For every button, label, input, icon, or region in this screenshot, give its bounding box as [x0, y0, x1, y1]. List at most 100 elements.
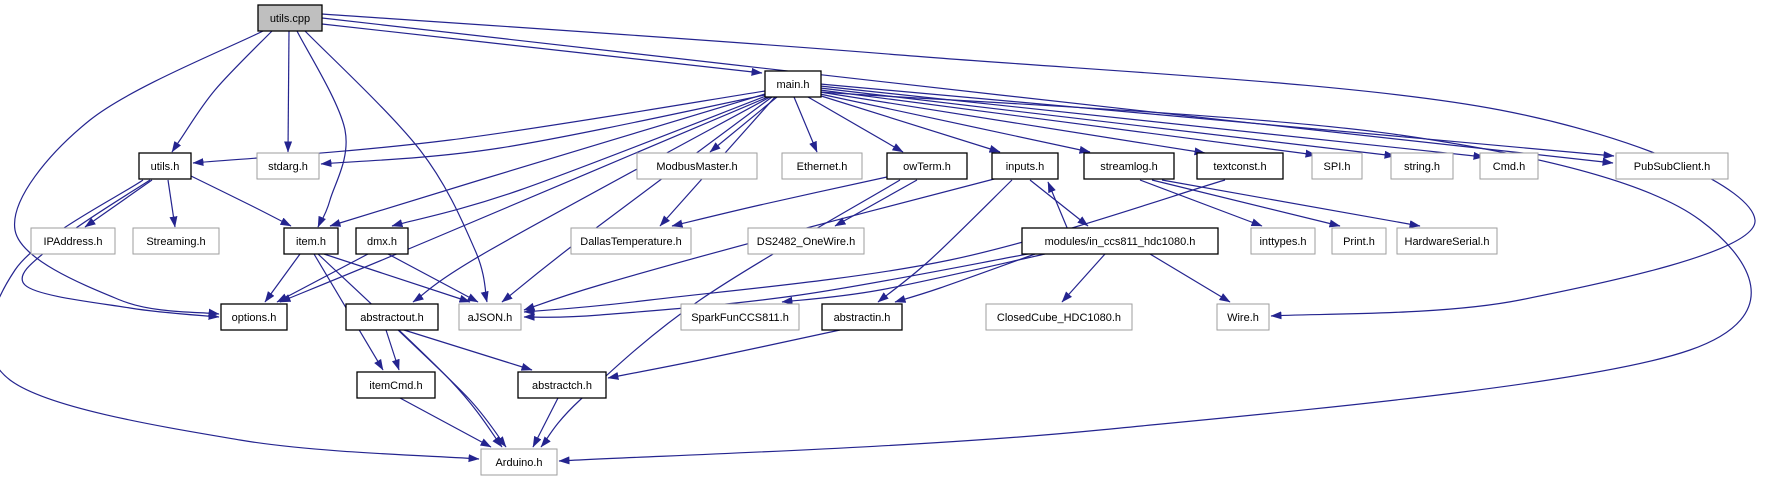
node-box-inputs-h[interactable]: [991, 152, 1059, 180]
edge-abstractout-h--itemcmd-h: [385, 329, 400, 371]
node-box-dallastemperature-h: [570, 227, 692, 255]
node-abstractin-h[interactable]: abstractin.h: [821, 303, 903, 331]
edge-in-ccs811-hdc1080-h--abstractin-h: [894, 253, 1036, 303]
node-box-in-ccs811-hdc1080-h[interactable]: [1021, 227, 1219, 255]
node-label-itemcmd-h: itemCmd.h: [369, 380, 422, 392]
edge-abstractout-h--abstractch-h: [403, 329, 533, 371]
edge-itemcmd-h--arduino-h: [399, 397, 492, 448]
edge-utils-cpp--item-h: [296, 30, 347, 228]
edges-layer: [0, 13, 1756, 465]
node-textconst-h[interactable]: textconst.h: [1196, 152, 1284, 180]
node-box-abstractin-h[interactable]: [821, 303, 903, 331]
node-label-ethernet-h: Ethernet.h: [797, 161, 848, 173]
node-box-owterm-h[interactable]: [886, 152, 968, 180]
edge-dmx-h--options-h: [276, 253, 369, 303]
node-owterm-h[interactable]: owTerm.h: [886, 152, 968, 180]
node-box-closedcube-hdc1080-h: [985, 303, 1133, 331]
edge-utils-cpp--stdarg-h: [284, 30, 293, 153]
node-sparkfunccs811-h: SparkFunCCS811.h: [680, 303, 800, 331]
edge-owterm-h--dallastemperature-h: [671, 176, 888, 228]
edge-utils-h--ipaddress-h: [84, 179, 153, 228]
node-ethernet-h: Ethernet.h: [781, 152, 863, 180]
edge-main-h--spi-h: [819, 89, 1317, 158]
node-streamlog-h[interactable]: streamlog.h: [1083, 152, 1175, 180]
node-utils-h[interactable]: utils.h: [138, 152, 192, 180]
node-label-stdarg-h: stdarg.h: [268, 161, 308, 173]
node-box-options-h[interactable]: [220, 303, 288, 331]
edge-main-h--ajson-h: [501, 96, 773, 303]
edge-main-h--pubsubclient-h: [819, 83, 1615, 160]
node-box-ethernet-h: [781, 152, 863, 180]
node-box-spi-h: [1311, 152, 1363, 180]
node-label-utils-h: utils.h: [151, 161, 180, 173]
node-box-streamlog-h[interactable]: [1083, 152, 1175, 180]
node-box-abstractout-h[interactable]: [345, 303, 439, 331]
node-options-h[interactable]: options.h: [220, 303, 288, 331]
node-label-main-h: main.h: [776, 79, 809, 91]
node-box-ds2482-onewire-h: [747, 227, 865, 255]
node-in-ccs811-hdc1080-h[interactable]: modules/in_ccs811_hdc1080.h: [1021, 227, 1219, 255]
node-box-dmx-h[interactable]: [355, 227, 409, 255]
node-label-ajson-h: aJSON.h: [468, 312, 513, 324]
edge-main-h--utils-h: [192, 90, 766, 167]
edge-item-h--arduino-h: [317, 253, 503, 448]
edge-utils-h--item-h: [190, 175, 292, 227]
node-box-print-h: [1331, 227, 1387, 255]
node-inttypes-h: inttypes.h: [1250, 227, 1316, 255]
edge-main-h--ethernet-h: [793, 96, 818, 153]
node-label-ipaddress-h: IPAddress.h: [43, 236, 102, 248]
node-label-cmd-h: Cmd.h: [1493, 161, 1525, 173]
node-label-print-h: Print.h: [1343, 236, 1375, 248]
node-streaming-h: Streaming.h: [132, 227, 220, 255]
node-label-abstractch-h: abstractch.h: [532, 380, 592, 392]
node-cmd-h: Cmd.h: [1479, 152, 1539, 180]
node-label-inputs-h: inputs.h: [1006, 161, 1045, 173]
node-label-hardwareserial-h: HardwareSerial.h: [1405, 236, 1490, 248]
node-string-h: string.h: [1390, 152, 1454, 180]
node-label-closedcube-hdc1080-h: ClosedCube_HDC1080.h: [997, 312, 1121, 324]
node-dmx-h[interactable]: dmx.h: [355, 227, 409, 255]
edge-in-ccs811-hdc1080-h--ajson-h: [523, 253, 1029, 321]
node-box-abstractch-h[interactable]: [517, 371, 607, 399]
node-box-ajson-h: [458, 303, 522, 331]
edge-main-h--inputs-h: [817, 94, 1001, 153]
edge-utils-cpp--utils-h: [171, 30, 273, 153]
node-label-pubsubclient-h: PubSubClient.h: [1634, 161, 1710, 173]
edge-utils-h--options-h: [21, 179, 220, 320]
node-box-main-h[interactable]: [764, 70, 822, 98]
node-main-h[interactable]: main.h: [764, 70, 822, 98]
node-label-dmx-h: dmx.h: [367, 236, 397, 248]
edge-utils-cpp--wire-h: [321, 13, 1756, 320]
node-label-streamlog-h: streamlog.h: [1100, 161, 1157, 173]
node-box-modbusmaster-h: [636, 152, 758, 180]
edge-abstractout-h--arduino-h: [397, 329, 507, 448]
edge-main-h--abstractout-h: [412, 96, 771, 303]
node-inputs-h[interactable]: inputs.h: [991, 152, 1059, 180]
node-abstractout-h[interactable]: abstractout.h: [345, 303, 439, 331]
node-item-h[interactable]: item.h: [283, 227, 339, 255]
node-label-sparkfunccs811-h: SparkFunCCS811.h: [691, 312, 789, 324]
node-box-utils-h[interactable]: [138, 152, 192, 180]
node-label-abstractout-h: abstractout.h: [360, 312, 424, 324]
node-itemcmd-h[interactable]: itemCmd.h: [356, 371, 436, 399]
node-abstractch-h[interactable]: abstractch.h: [517, 371, 607, 399]
edge-in-ccs811-hdc1080-h--closedcube-hdc1080-h: [1061, 253, 1106, 303]
node-box-item-h[interactable]: [283, 227, 339, 255]
node-label-inttypes-h: inttypes.h: [1259, 236, 1306, 248]
node-box-textconst-h[interactable]: [1196, 152, 1284, 180]
node-label-streaming-h: Streaming.h: [146, 236, 205, 248]
node-box-itemcmd-h[interactable]: [356, 371, 436, 399]
edge-utils-cpp--ajson-h: [304, 30, 489, 303]
node-ds2482-onewire-h: DS2482_OneWire.h: [747, 227, 865, 255]
node-label-string-h: string.h: [1404, 161, 1440, 173]
node-label-arduino-h: Arduino.h: [495, 457, 542, 469]
node-pubsubclient-h: PubSubClient.h: [1615, 152, 1729, 180]
node-box-string-h: [1390, 152, 1454, 180]
node-label-spi-h: SPI.h: [1324, 161, 1351, 173]
node-hardwareserial-h: HardwareSerial.h: [1396, 227, 1498, 255]
node-box-ipaddress-h: [30, 227, 116, 255]
node-box-arduino-h: [480, 448, 558, 476]
edge-streamlog-h--print-h: [1151, 179, 1341, 228]
node-box-wire-h: [1216, 303, 1270, 331]
